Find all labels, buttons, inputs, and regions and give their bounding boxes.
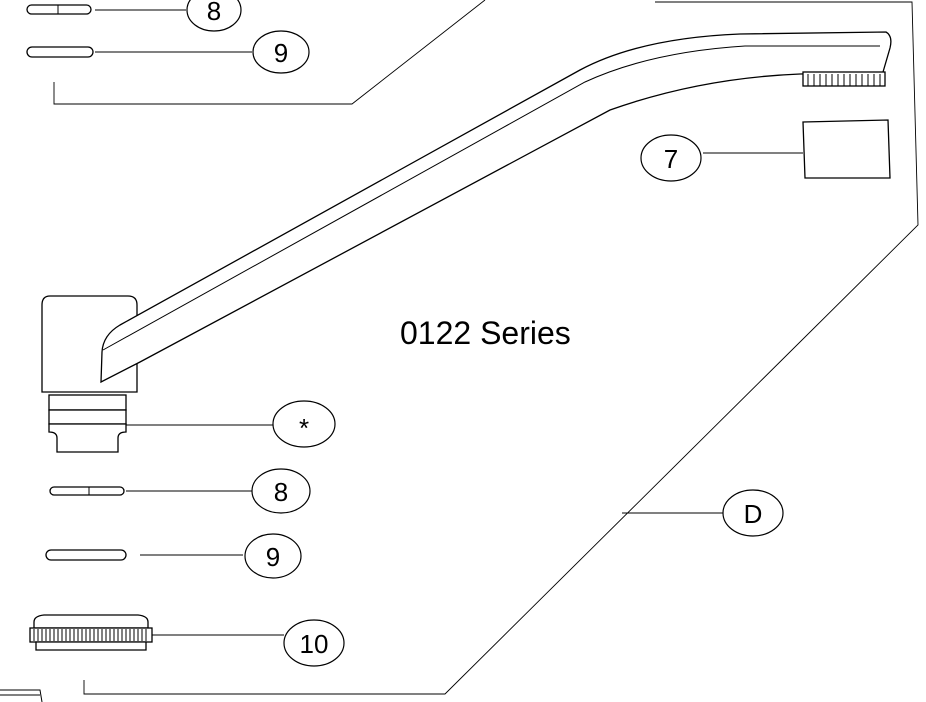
spout-thread-lines [807, 74, 881, 86]
callout-7: 7 [640, 134, 702, 182]
callout-nut-10: 10 [283, 619, 345, 667]
callout-7-label: 7 [664, 144, 678, 174]
mid-o-ring-8 [49, 486, 125, 496]
callout-top-9: 9 [252, 30, 310, 74]
spout-inner-edge [102, 45, 880, 351]
callout-cartridge: * [272, 400, 336, 448]
callout-nut-10-label: 10 [300, 629, 329, 659]
series-title: 0122 Series [400, 315, 571, 351]
callout-top-8: 8 [186, 0, 242, 32]
callout-mid-8-label: 8 [274, 477, 288, 507]
nut-knurling [33, 629, 147, 641]
top-o-ring-8 [26, 4, 92, 15]
cropped-bottom-part [0, 689, 43, 702]
callout-mid-9: 9 [244, 533, 302, 579]
assembly-outline [83, 1, 919, 695]
top-washer-9 [26, 46, 94, 58]
cartridge [48, 394, 127, 453]
retaining-nut-10 [29, 614, 153, 651]
callout-mid-8: 8 [251, 468, 311, 514]
spout-tube [100, 31, 892, 384]
callout-mid-9-label: 9 [266, 542, 280, 572]
callout-top-9-label: 9 [274, 38, 288, 68]
callout-top-8-label: 8 [207, 0, 221, 26]
callout-d-label: D [744, 499, 763, 529]
spout [41, 31, 892, 393]
upper-group-bracket [53, 0, 486, 105]
callout-cartridge-label: * [299, 413, 309, 443]
aerator-7 [802, 119, 891, 179]
mid-washer-9 [45, 549, 127, 561]
callout-d: D [722, 489, 784, 537]
